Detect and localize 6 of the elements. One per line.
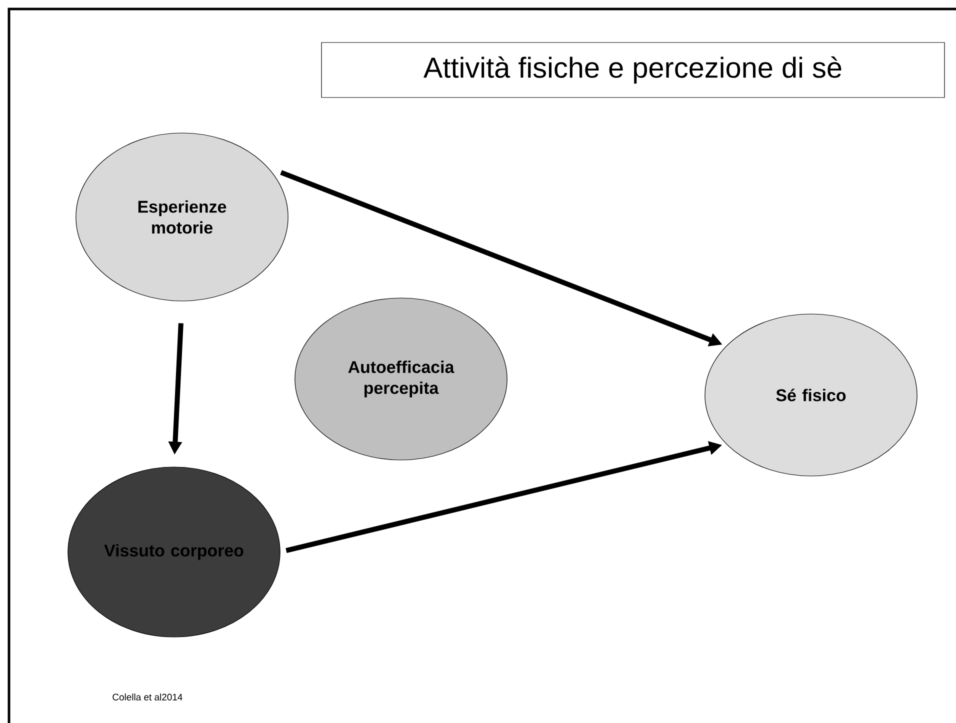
circle-node: Autoefficacia percepita (294, 298, 508, 460)
source-note: Colella et al2014 (112, 694, 182, 700)
circle-node: Esperienze motorie (76, 132, 288, 302)
circle-node: Vissuto corporeo (68, 466, 280, 638)
circle-node: Sé fisico (704, 314, 918, 476)
title-box: Attività fisiche e percezione di sè (321, 42, 945, 98)
